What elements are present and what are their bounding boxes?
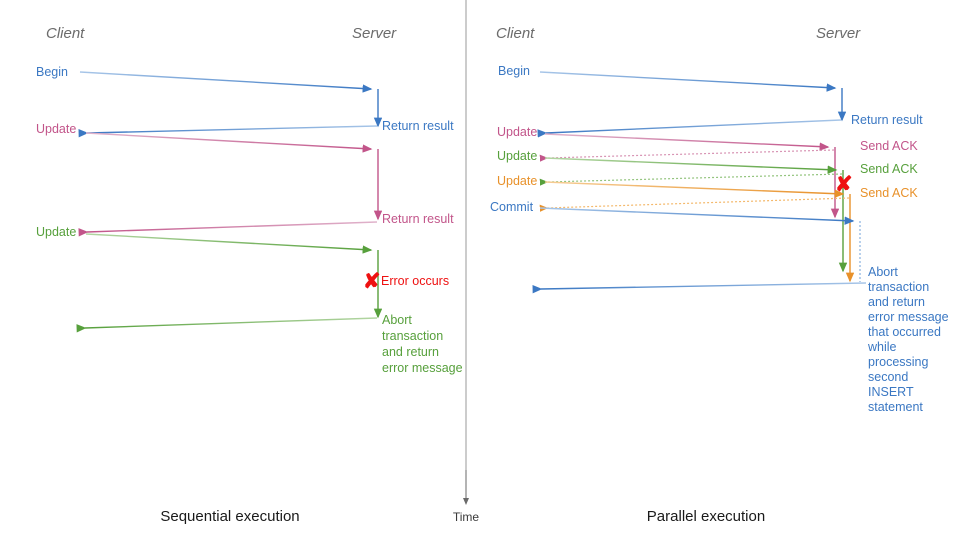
left-abort-note: Abort transaction and return error messa… (382, 313, 463, 375)
left-msg-update-2-label: Update (36, 225, 76, 239)
right-msg-update-3-label: Update (497, 174, 537, 188)
left-msg-update-1-label: Update (36, 122, 76, 136)
right-abort-note-line-3: error message (868, 310, 949, 324)
right-panel-parallel: Client Server Begin Return result Update… (490, 25, 949, 525)
right-msg-update-1-label: Update (497, 125, 537, 139)
right-arrow-abort (532, 282, 867, 294)
left-abort-note-line-1: transaction (382, 329, 443, 343)
left-arrow-return-result-1 (78, 125, 378, 138)
right-arrow-begin (539, 71, 837, 92)
right-abort-note-line-1: transaction (868, 280, 929, 294)
left-msg-begin-label: Begin (36, 65, 68, 79)
left-label-return-result-1: Return result (382, 119, 454, 133)
left-label-return-result-2: Return result (382, 212, 454, 226)
left-abort-note-line-2: and return (382, 345, 439, 359)
left-error-occurs-label: Error occurs (381, 274, 449, 288)
right-arrow-update-2 (544, 157, 838, 174)
time-axis-label: Time (453, 510, 480, 524)
right-abort-note-line-9: statement (868, 400, 923, 414)
left-server-lane-header: Server (352, 25, 397, 42)
left-panel-caption: Sequential execution (160, 508, 299, 525)
right-abort-note-line-7: second (868, 370, 908, 384)
right-panel-caption: Parallel execution (647, 508, 765, 525)
right-abort-note-line-4: that occurred (868, 325, 941, 339)
right-server-lane-header: Server (816, 25, 861, 42)
right-abort-note-line-8: INSERT (868, 385, 914, 399)
right-arrow-send-ack-2 (539, 173, 843, 186)
right-arrow-commit (539, 207, 855, 225)
right-arrow-update-3 (544, 181, 845, 198)
right-arrow-return-result (537, 119, 842, 138)
right-arrow-update-1 (544, 133, 830, 151)
right-msg-commit-label: Commit (490, 200, 534, 214)
right-abort-note: Abort transaction and return error messa… (867, 265, 949, 414)
left-arrow-return-result-2 (78, 221, 378, 237)
right-label-send-ack-1: Send ACK (860, 139, 918, 153)
right-label-send-ack-2: Send ACK (860, 162, 918, 176)
right-client-lane-header: Client (496, 25, 535, 42)
right-abort-note-line-6: processing (868, 355, 928, 369)
left-arrow-update-1 (85, 132, 373, 153)
left-arrow-update-2 (85, 233, 373, 254)
right-error-x-icon: ✘ (835, 173, 853, 196)
right-abort-note-line-2: and return (868, 295, 925, 309)
right-abort-note-line-5: while (867, 340, 897, 354)
right-msg-begin-label: Begin (498, 64, 530, 78)
left-arrow-begin (79, 71, 373, 93)
left-error-x-icon: ✘ (363, 270, 381, 293)
left-client-lane-header: Client (46, 25, 85, 42)
right-arrow-send-ack-1 (539, 149, 835, 162)
right-label-send-ack-3: Send ACK (860, 186, 918, 200)
right-arrow-send-ack-3 (539, 197, 850, 212)
right-abort-note-line-0: Abort (868, 265, 898, 279)
right-label-return-result: Return result (851, 113, 923, 127)
left-panel-sequential: Client Server Begin Return result Update… (36, 25, 463, 525)
left-arrow-abort (76, 317, 378, 333)
right-msg-update-2-label: Update (497, 149, 537, 163)
left-abort-note-line-0: Abort (382, 313, 412, 327)
left-abort-note-line-3: error message (382, 361, 463, 375)
